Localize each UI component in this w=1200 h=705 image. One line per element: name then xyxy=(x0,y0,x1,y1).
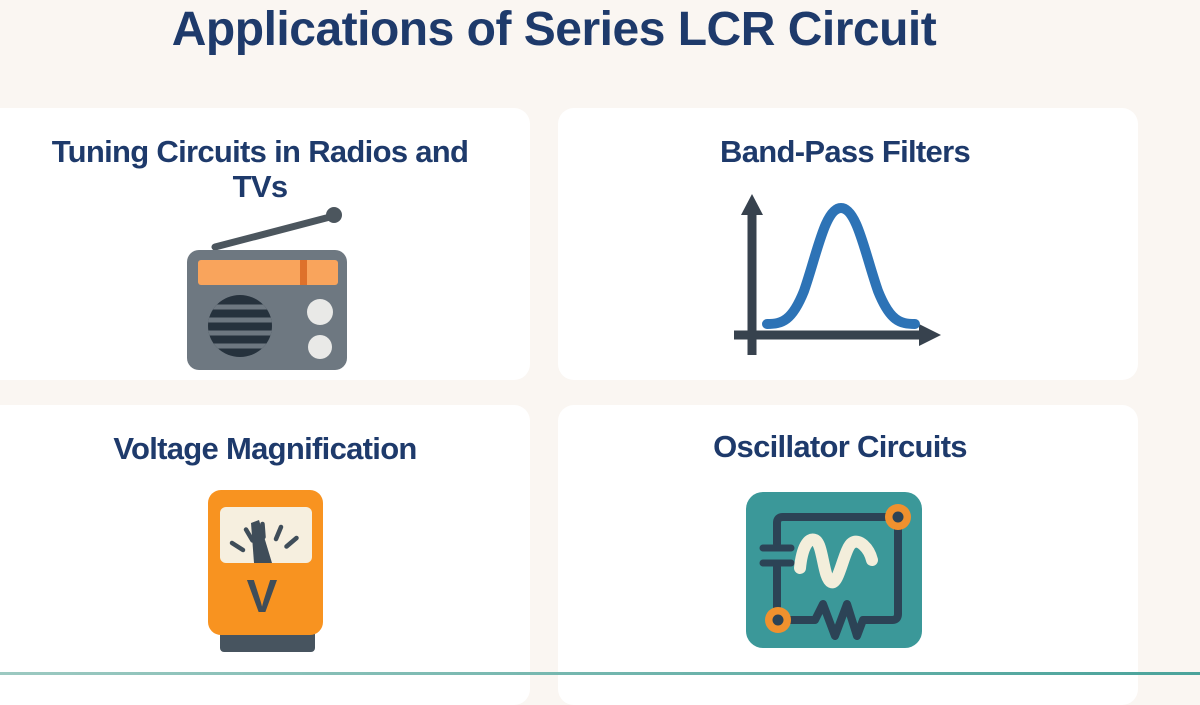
heading-oscillator-circuits: Oscillator Circuits xyxy=(615,429,1065,464)
heading-band-pass-filters: Band-Pass Filters xyxy=(620,134,1070,169)
heading-line: Voltage Magnification xyxy=(113,431,417,466)
heading-tuning-circuits: Tuning Circuits in Radios and TVs xyxy=(10,134,510,204)
bottom-edge-strip xyxy=(0,672,1200,675)
heading-line: Oscillator Circuits xyxy=(713,429,967,464)
heading-voltage-magnification: Voltage Magnification xyxy=(20,431,510,466)
radio-icon xyxy=(187,207,347,370)
heading-line: Band-Pass Filters xyxy=(720,134,971,169)
oscillator-circuit-icon xyxy=(746,492,922,648)
heading-line: Tuning Circuits in Radios and xyxy=(51,134,469,169)
band-pass-curve-icon xyxy=(734,194,941,355)
heading-line: TVs xyxy=(232,169,288,204)
voltmeter-unit-label: V xyxy=(247,570,278,622)
page-title: Applications of Series LCR Circuit xyxy=(171,3,937,56)
voltmeter-icon: V xyxy=(208,490,323,652)
